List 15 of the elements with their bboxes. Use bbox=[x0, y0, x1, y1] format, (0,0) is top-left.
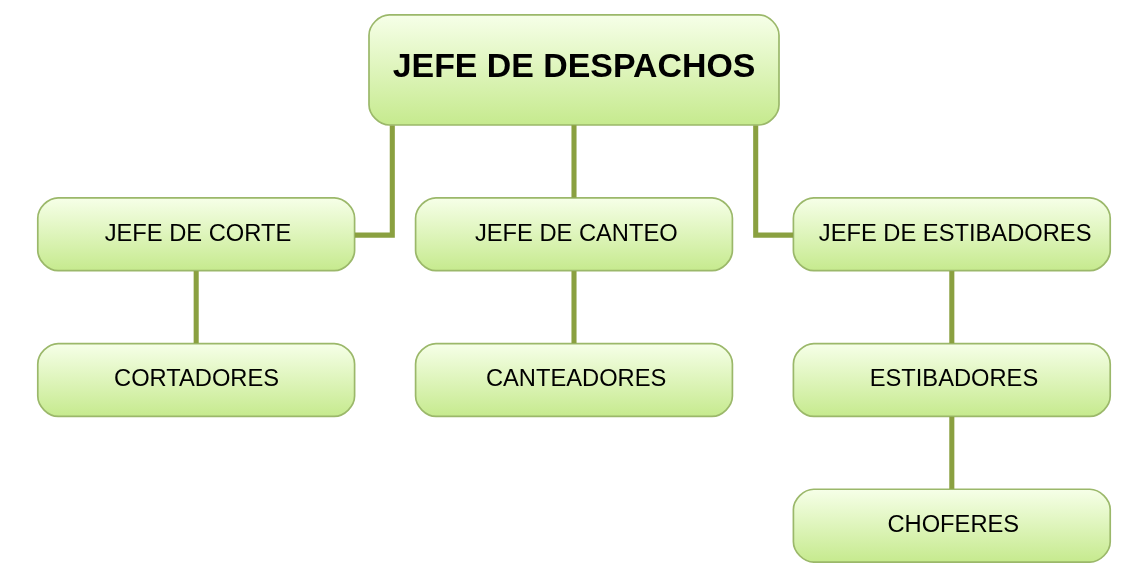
node-box: CHOFERES bbox=[792, 488, 1111, 563]
node-box: ESTIBADORES bbox=[792, 342, 1111, 418]
connector bbox=[570, 271, 577, 344]
node-box: JEFE DE CANTEO bbox=[414, 197, 733, 272]
node-box: JEFE DE DESPACHOS bbox=[367, 14, 780, 126]
connector bbox=[948, 271, 954, 344]
node-box: CORTADORES bbox=[36, 342, 355, 418]
connector bbox=[570, 125, 577, 198]
connector bbox=[752, 125, 793, 238]
connector bbox=[354, 125, 395, 238]
connector bbox=[193, 271, 199, 344]
node-box: CANTEADORES bbox=[414, 342, 733, 418]
connector bbox=[948, 416, 954, 489]
node-box: JEFE DE ESTIBADORES bbox=[792, 197, 1111, 272]
node-box: JEFE DE CORTE bbox=[36, 197, 355, 272]
